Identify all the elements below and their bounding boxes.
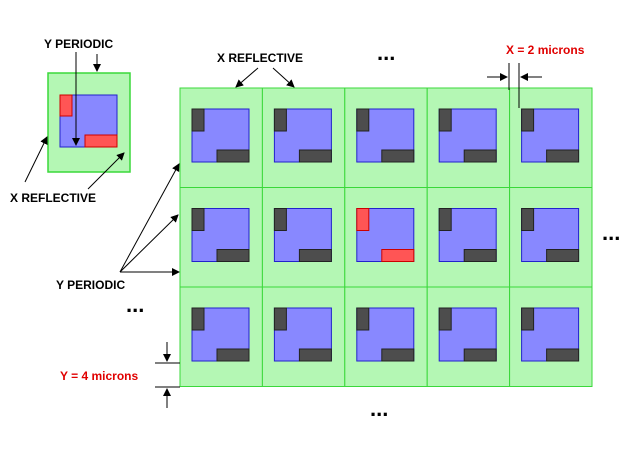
ellipsis-left: ...: [126, 292, 144, 317]
dark-corner-block: [191, 108, 205, 132]
label-y-periodic-top: Y PERIODIC: [44, 37, 113, 51]
dark-corner-block: [521, 208, 535, 231]
annotation-arrows: [24, 52, 542, 408]
dark-bottom-bar: [381, 149, 415, 163]
dark-bottom-bar: [546, 149, 580, 163]
dark-corner-block: [273, 307, 287, 331]
cell-grid: [179, 87, 593, 387]
ellipsis-bottom: ...: [370, 396, 388, 421]
label-x-reflective-left: X REFLECTIVE: [10, 191, 96, 205]
ellipsis-top: ...: [377, 40, 395, 65]
dark-bottom-bar: [298, 348, 332, 362]
dark-corner-block: [356, 108, 370, 132]
dark-bottom-bar: [298, 249, 332, 262]
dark-bottom-bar: [463, 249, 497, 262]
dark-bottom-bar: [216, 249, 250, 262]
dark-bottom-bar: [463, 149, 497, 163]
red-bottom-bar: [381, 249, 415, 262]
dark-bottom-bar: [546, 249, 580, 262]
dark-bottom-bar: [381, 348, 415, 362]
dark-bottom-bar: [546, 348, 580, 362]
dark-corner-block: [438, 307, 452, 331]
dark-corner-block: [521, 307, 535, 331]
dark-bottom-bar: [216, 149, 250, 163]
label-y-periodic-left: Y PERIODIC: [56, 278, 125, 292]
label-x-dimension: X = 2 microns: [506, 43, 585, 57]
label-y-dimension: Y = 4 microns: [60, 369, 138, 383]
dark-corner-block: [521, 108, 535, 132]
dark-corner-block: [273, 108, 287, 132]
label-x-reflective-top: X REFLECTIVE: [217, 51, 303, 65]
dark-corner-block: [191, 307, 205, 331]
single-unit-cell: [47, 72, 131, 173]
dark-bottom-bar: [298, 149, 332, 163]
dark-corner-block: [356, 307, 370, 331]
dark-bottom-bar: [216, 348, 250, 362]
dark-corner-block: [273, 208, 287, 231]
dark-bottom-bar: [463, 348, 497, 362]
dark-corner-block: [438, 108, 452, 132]
dark-corner-block: [438, 208, 452, 231]
dark-corner-block: [191, 208, 205, 231]
ellipsis-right: ...: [602, 220, 620, 245]
red-corner-block: [356, 208, 370, 231]
